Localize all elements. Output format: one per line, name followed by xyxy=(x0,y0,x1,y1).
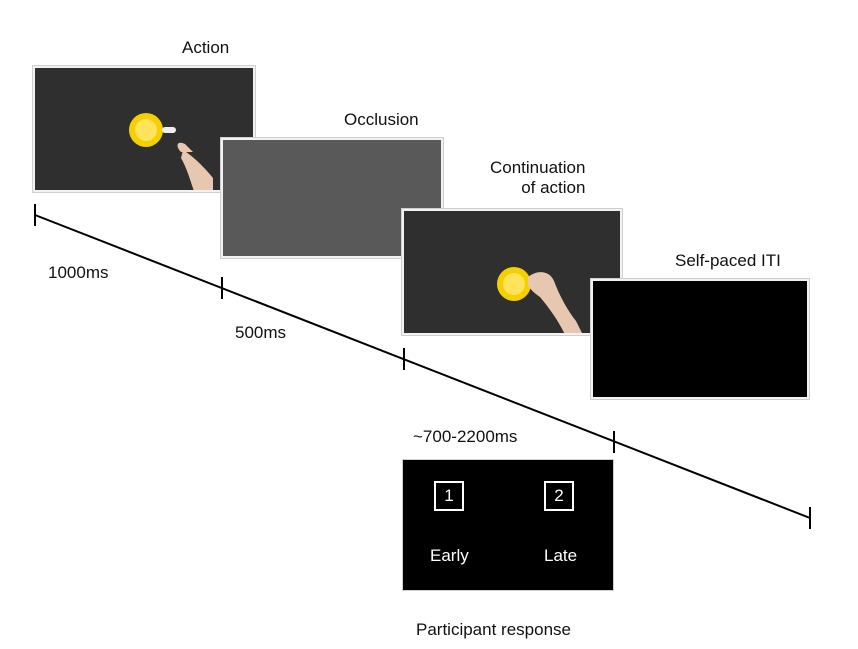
response-panel: 1 2 Early Late xyxy=(403,460,613,590)
continuation-frame xyxy=(402,209,622,335)
stage-label-action: Action xyxy=(182,38,230,57)
action-frame xyxy=(33,66,255,192)
hand xyxy=(181,150,213,190)
duration-700-2200: ~700-2200ms xyxy=(413,427,518,446)
key-1-box: 1 xyxy=(434,481,464,511)
cup-handle xyxy=(162,127,176,133)
early-label: Early xyxy=(430,546,469,565)
timeline-line xyxy=(34,214,811,519)
key-2-box: 2 xyxy=(544,481,574,511)
cup-and-hand-image xyxy=(35,68,253,190)
cup-and-hand-image-2 xyxy=(404,211,620,333)
stage-label-iti: Self-paced ITI xyxy=(675,251,781,270)
hand xyxy=(528,272,582,333)
late-label: Late xyxy=(544,546,578,565)
stage-label-continuation: Continuation of action xyxy=(490,158,586,197)
duration-1000: 1000ms xyxy=(48,263,109,282)
participant-response-caption: Participant response xyxy=(416,620,571,639)
stage-label-occlusion: Occlusion xyxy=(344,110,419,129)
iti-frame xyxy=(591,279,809,399)
duration-500: 500ms xyxy=(235,323,287,342)
